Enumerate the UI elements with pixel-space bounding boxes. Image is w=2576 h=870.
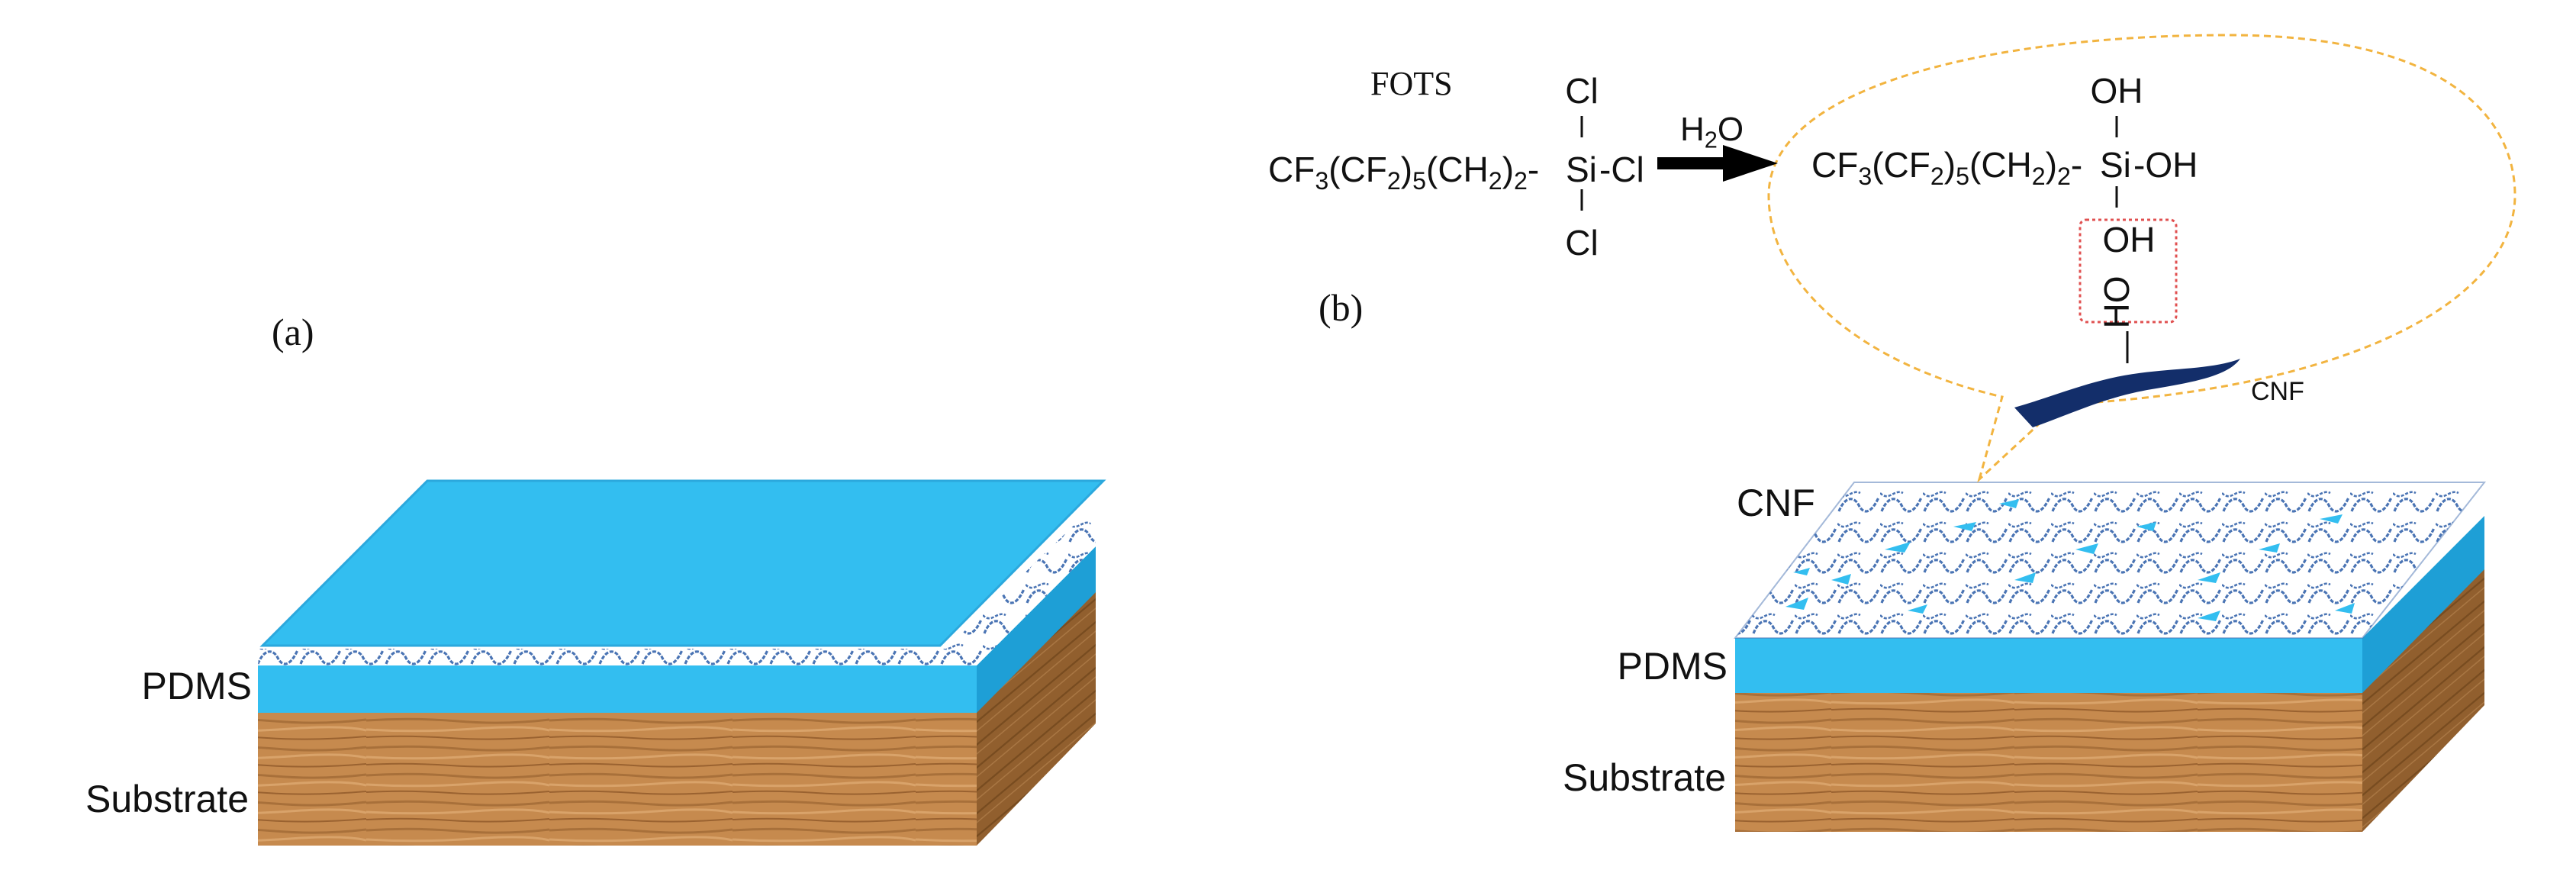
panel-a: (a) PDMS Substrate [85, 311, 1106, 846]
product-chain: CF3(CF2)5(CH2)2- [1811, 145, 2082, 190]
panel-b-label: (b) [1319, 286, 1363, 329]
panel-a-substrate-label: Substrate [85, 778, 249, 820]
reactant-bottom-cl: Cl [1565, 223, 1598, 263]
condensation-highlight-box [2079, 218, 2178, 324]
reactant-chain: CF3(CF2)5(CH2)2- [1268, 150, 1539, 195]
panel-b: (b) PDMS Substrate CNF [1319, 34, 2516, 832]
product-top-oh: OH [2091, 71, 2143, 111]
reactant-side-cl: -Cl [1599, 150, 1644, 189]
zoom-callout-bubble [1767, 34, 2516, 483]
panel-b-substrate-label: Substrate [1563, 756, 1726, 799]
reactant-si: Si [1566, 150, 1597, 189]
panel-a-substrate-block [258, 591, 1096, 846]
fiber-cnf-label: CNF [2251, 377, 2304, 406]
reaction-scheme: FOTS Cl CF3(CF2)5(CH2)2- Si -Cl Cl H2O O… [1268, 65, 2304, 427]
fots-label: FOTS [1370, 65, 1453, 102]
panel-a-top-pdms-film [259, 479, 1106, 647]
product-side-oh: -OH [2133, 145, 2198, 185]
panel-b-cnf-label: CNF [1737, 482, 1815, 524]
panel-b-cnf-layer [1733, 482, 2487, 639]
panel-a-label: (a) [272, 311, 314, 353]
product-molecule: OH CF3(CF2)5(CH2)2- Si -OH OH [1811, 71, 2198, 259]
panel-a-cnf-layer [258, 516, 1096, 665]
cellulose-nanofiber-shape [2014, 359, 2240, 427]
h2o-label: H2O [1680, 111, 1744, 153]
panel-b-pdms-layer [1735, 516, 2484, 693]
surface-hydroxyl-label: HO [2097, 276, 2136, 329]
product-bottom-oh: OH [2103, 220, 2156, 259]
panel-a-pdms-label: PDMS [142, 665, 252, 707]
panel-b-pdms-label: PDMS [1618, 645, 1728, 688]
panel-a-pdms-layer [258, 546, 1096, 713]
product-si: Si [2100, 145, 2131, 185]
reactant-molecule: Cl CF3(CF2)5(CH2)2- Si -Cl Cl [1268, 71, 1644, 263]
reactant-top-cl: Cl [1565, 71, 1598, 111]
panel-b-substrate-block [1735, 568, 2484, 832]
reaction-arrow: H2O [1657, 111, 1778, 182]
